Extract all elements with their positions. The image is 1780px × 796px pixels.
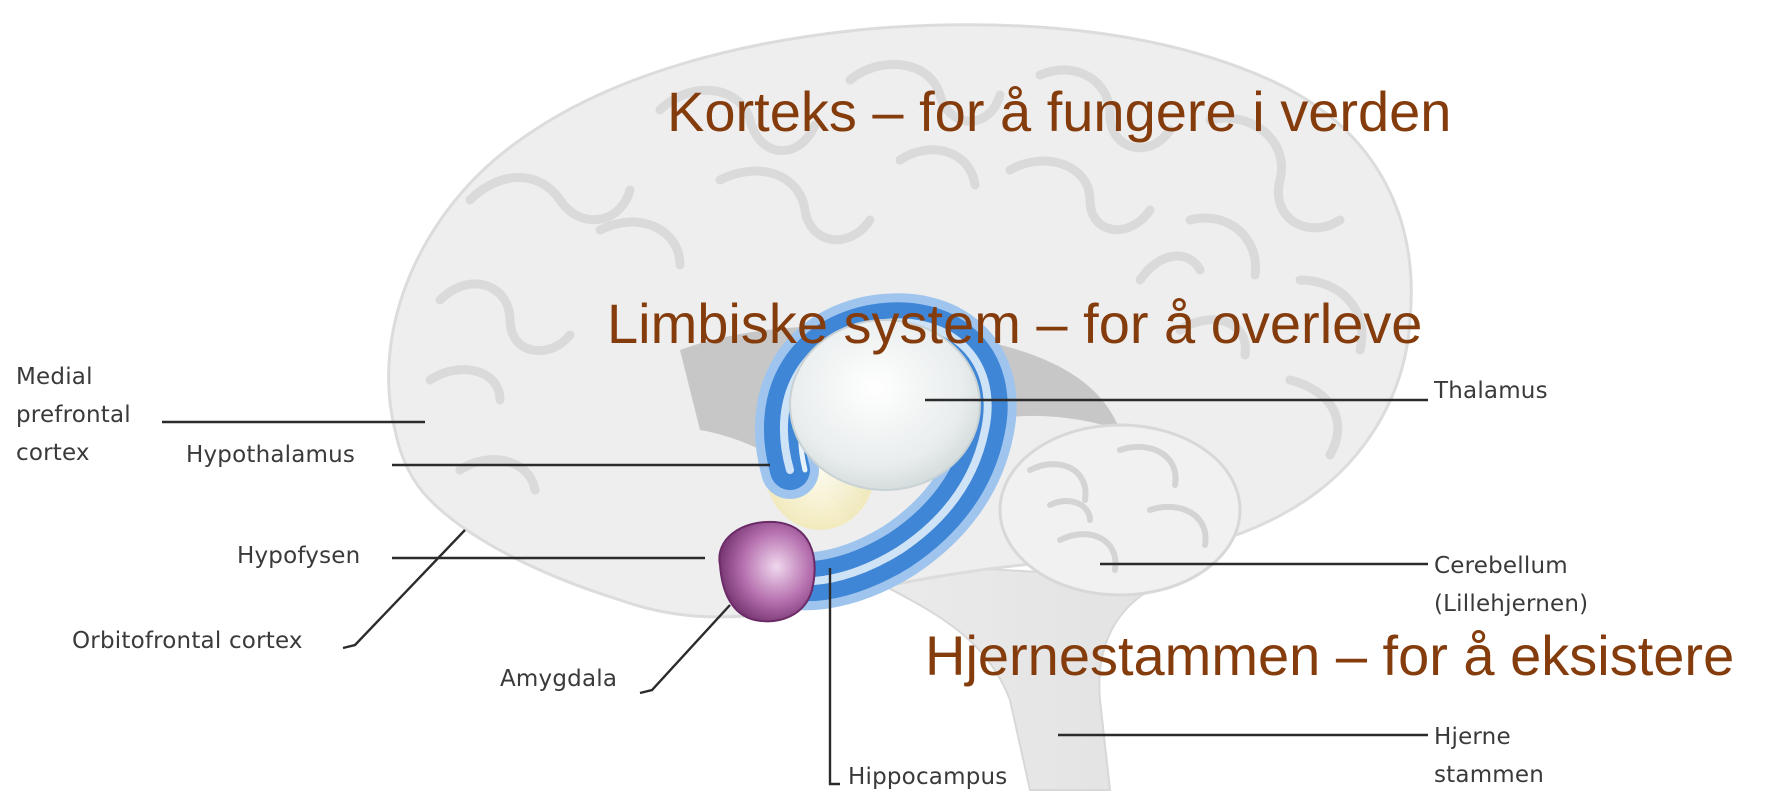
label-hippocampus: Hippocampus [848,766,1007,789]
label-thalamus: Thalamus [1434,380,1548,403]
cerebellum-shape [1000,425,1240,595]
label-hjerne-line1: Hjerne [1434,718,1544,756]
label-cerebellum-line2: (Lillehjernen) [1434,585,1588,623]
label-hypofysen: Hypofysen [237,545,360,568]
heading-limbic: Limbiske system – for å overleve [607,296,1422,352]
heading-cortex: Korteks – for å fungere i verden [667,84,1451,140]
label-medial-prefrontal-cortex: Medial prefrontal cortex [16,358,131,472]
label-hjerne-line2: stammen [1434,756,1544,794]
label-orbitofrontal-cortex: Orbitofrontal cortex [72,630,303,653]
label-medial-line3: cortex [16,434,131,472]
label-hypothalamus: Hypothalamus [186,444,355,467]
label-medial-line1: Medial [16,358,131,396]
label-medial-line2: prefrontal [16,396,131,434]
label-cerebellum: Cerebellum (Lillehjernen) [1434,547,1588,623]
heading-brainstem: Hjernestammen – for å eksistere [925,628,1734,684]
label-amygdala: Amygdala [500,668,617,691]
label-cerebellum-line1: Cerebellum [1434,547,1588,585]
amygdala-shape [719,522,814,621]
label-hjerne-stammen: Hjerne stammen [1434,718,1544,794]
